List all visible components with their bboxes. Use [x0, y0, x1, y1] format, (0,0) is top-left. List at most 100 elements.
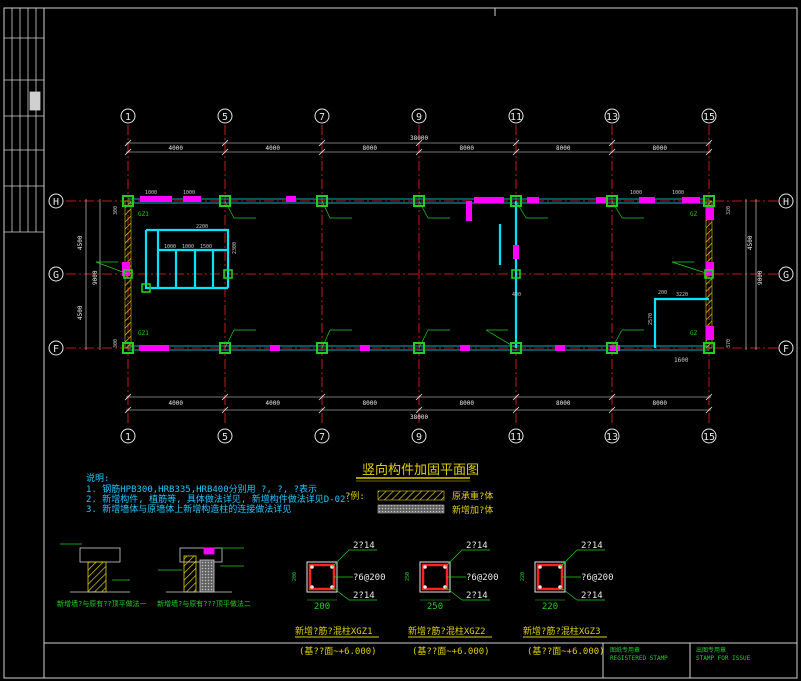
col-bottom-bars-0: 2?14 — [353, 591, 375, 601]
new-beam-8 — [139, 345, 169, 351]
leader-3 — [515, 200, 527, 219]
column-4-1 — [510, 342, 522, 354]
tag-gz-right-bottom: GZ — [690, 330, 698, 337]
col-name-0: 新增?筋?混柱XGZ1 — [295, 625, 373, 637]
row-label-left: G — [53, 270, 59, 281]
leader-4 — [611, 200, 623, 219]
col-width-1: 250 — [427, 602, 443, 612]
notes: 说明: 1. 钢筋HPB300,HRB335,HRB400分别用 ?, ?, ?… — [86, 472, 351, 515]
axis-bubble — [701, 428, 717, 444]
new-beam-6 — [639, 197, 655, 203]
tag-2200: 2200 — [196, 224, 208, 230]
dim-tick-3-0 — [415, 139, 423, 147]
dim-tick-4-3 — [512, 406, 520, 414]
new-beam-3 — [474, 197, 504, 203]
col-leader-bot-2 — [559, 586, 578, 601]
tag-370: 370 — [726, 339, 732, 348]
col-bottom-bars-1: 2?14 — [466, 591, 488, 601]
tag-200: 200 — [658, 290, 667, 296]
axis-label-top: 13 — [606, 112, 618, 123]
dim-tick-2-3 — [318, 406, 326, 414]
dim-tick-6-3 — [705, 406, 713, 414]
drawing-title: 竖向构件加固平面图 — [362, 462, 479, 478]
new-column-axis11 — [513, 245, 519, 259]
dim-total-bottom: 38000 — [410, 414, 428, 421]
legend-item-original: 原承重?体 — [452, 490, 493, 502]
dim-tick-2-1 — [318, 148, 326, 156]
dim-bottom-5: 8000 — [653, 400, 668, 407]
new-beam-7 — [682, 197, 700, 203]
tag-gz1-top: GZ1 — [138, 211, 149, 218]
detail-sketch-2 — [158, 547, 244, 593]
legend-label: ?例: — [345, 490, 365, 502]
axis-label-bottom: 9 — [416, 432, 422, 443]
dim-tick-3-2 — [415, 393, 423, 401]
tag-door-top-2: 1000 — [183, 190, 195, 196]
tag-320: 320 — [726, 206, 732, 215]
new-column-axis9 — [466, 201, 472, 221]
dim-tick-3-1 — [415, 148, 423, 156]
dim-tick-6-1 — [705, 148, 713, 156]
dim-tick-6-0 — [705, 139, 713, 147]
new-beam-4 — [527, 197, 539, 203]
column-1-1 — [219, 342, 231, 354]
dim-top-4: 8000 — [556, 145, 571, 152]
tag-door-top-4: 1000 — [672, 190, 684, 196]
col-rebar-2-0 — [538, 565, 542, 569]
leader-6 — [321, 329, 331, 349]
dim-tick-1-0 — [221, 139, 229, 147]
tag-1000-b: 1000 — [182, 244, 194, 250]
detail-caption-2: 新增墙?与原有???顶平做法二 — [157, 599, 251, 608]
leader-7 — [418, 329, 429, 349]
axis-label-top: 15 — [703, 112, 715, 123]
new-beam-5 — [596, 197, 606, 203]
legend-item-new: 新增加?体 — [452, 504, 493, 516]
column-5-0 — [606, 195, 618, 207]
col-stirrup-1: ?6@200 — [466, 573, 499, 583]
title-block: 图纸专用章 REGISTERED STAMP 出图专用章 STAMP FOR I… — [610, 646, 751, 662]
dim-bottom-4: 8000 — [556, 400, 571, 407]
row-label-right: F — [783, 344, 789, 355]
tag-gz1-bottom: GZ1 — [138, 330, 149, 337]
column-3-0 — [413, 195, 425, 207]
stamp-right-en: STAMP FOR ISSUE — [696, 655, 751, 662]
dim-tick-4-1 — [512, 148, 520, 156]
vdim-left-2: 4500 — [77, 305, 84, 320]
tag-1500: 1500 — [200, 244, 212, 250]
new-column-right — [706, 262, 714, 276]
col-rebar-2-2 — [538, 585, 542, 589]
axis-bubble — [411, 108, 427, 124]
column-extra-4 — [141, 283, 151, 293]
dim-bottom-1: 4000 — [266, 400, 281, 407]
vdim-right-1: 4500 — [747, 235, 754, 250]
floor-plan: 3800038000400040004000400080008000800080… — [48, 108, 794, 444]
col-rebar-0-0 — [310, 565, 314, 569]
dim-tick-5-0 — [608, 139, 616, 147]
col-rebar-1-2 — [423, 585, 427, 589]
tag-gz-right-top: GZ — [690, 211, 698, 218]
interior-wall-room — [146, 228, 230, 288]
dim-bottom-0: 4000 — [169, 400, 184, 407]
tag-400: 400 — [512, 292, 521, 298]
column-4-0 — [510, 195, 522, 207]
row-bubble — [778, 340, 794, 356]
tag-2300: 2300 — [232, 242, 238, 254]
new-beam-9 — [270, 345, 280, 351]
col-section-stirrup-2 — [536, 563, 564, 591]
dim-tick-0-1 — [124, 148, 132, 156]
new-column-left — [122, 262, 130, 276]
new-beam-11 — [460, 345, 470, 351]
col-height-2: 220 — [520, 572, 526, 581]
new-beam-0 — [140, 196, 172, 202]
col-top-bars-2: 2?14 — [581, 541, 603, 551]
axis-label-top: 9 — [416, 112, 422, 123]
dim-top-5: 8000 — [653, 145, 668, 152]
axis-label-bottom: 1 — [125, 432, 131, 443]
axis-label-bottom: 7 — [319, 432, 325, 443]
col-stirrup-0: ?6@200 — [353, 573, 386, 583]
legend: ?例: 原承重?体 新增加?体 — [345, 490, 493, 516]
axis-bubble — [120, 428, 136, 444]
detail-sketch-1 — [60, 543, 130, 593]
col-height-1: 250 — [405, 572, 411, 581]
col-bottom-bars-2: 2?14 — [581, 591, 603, 601]
